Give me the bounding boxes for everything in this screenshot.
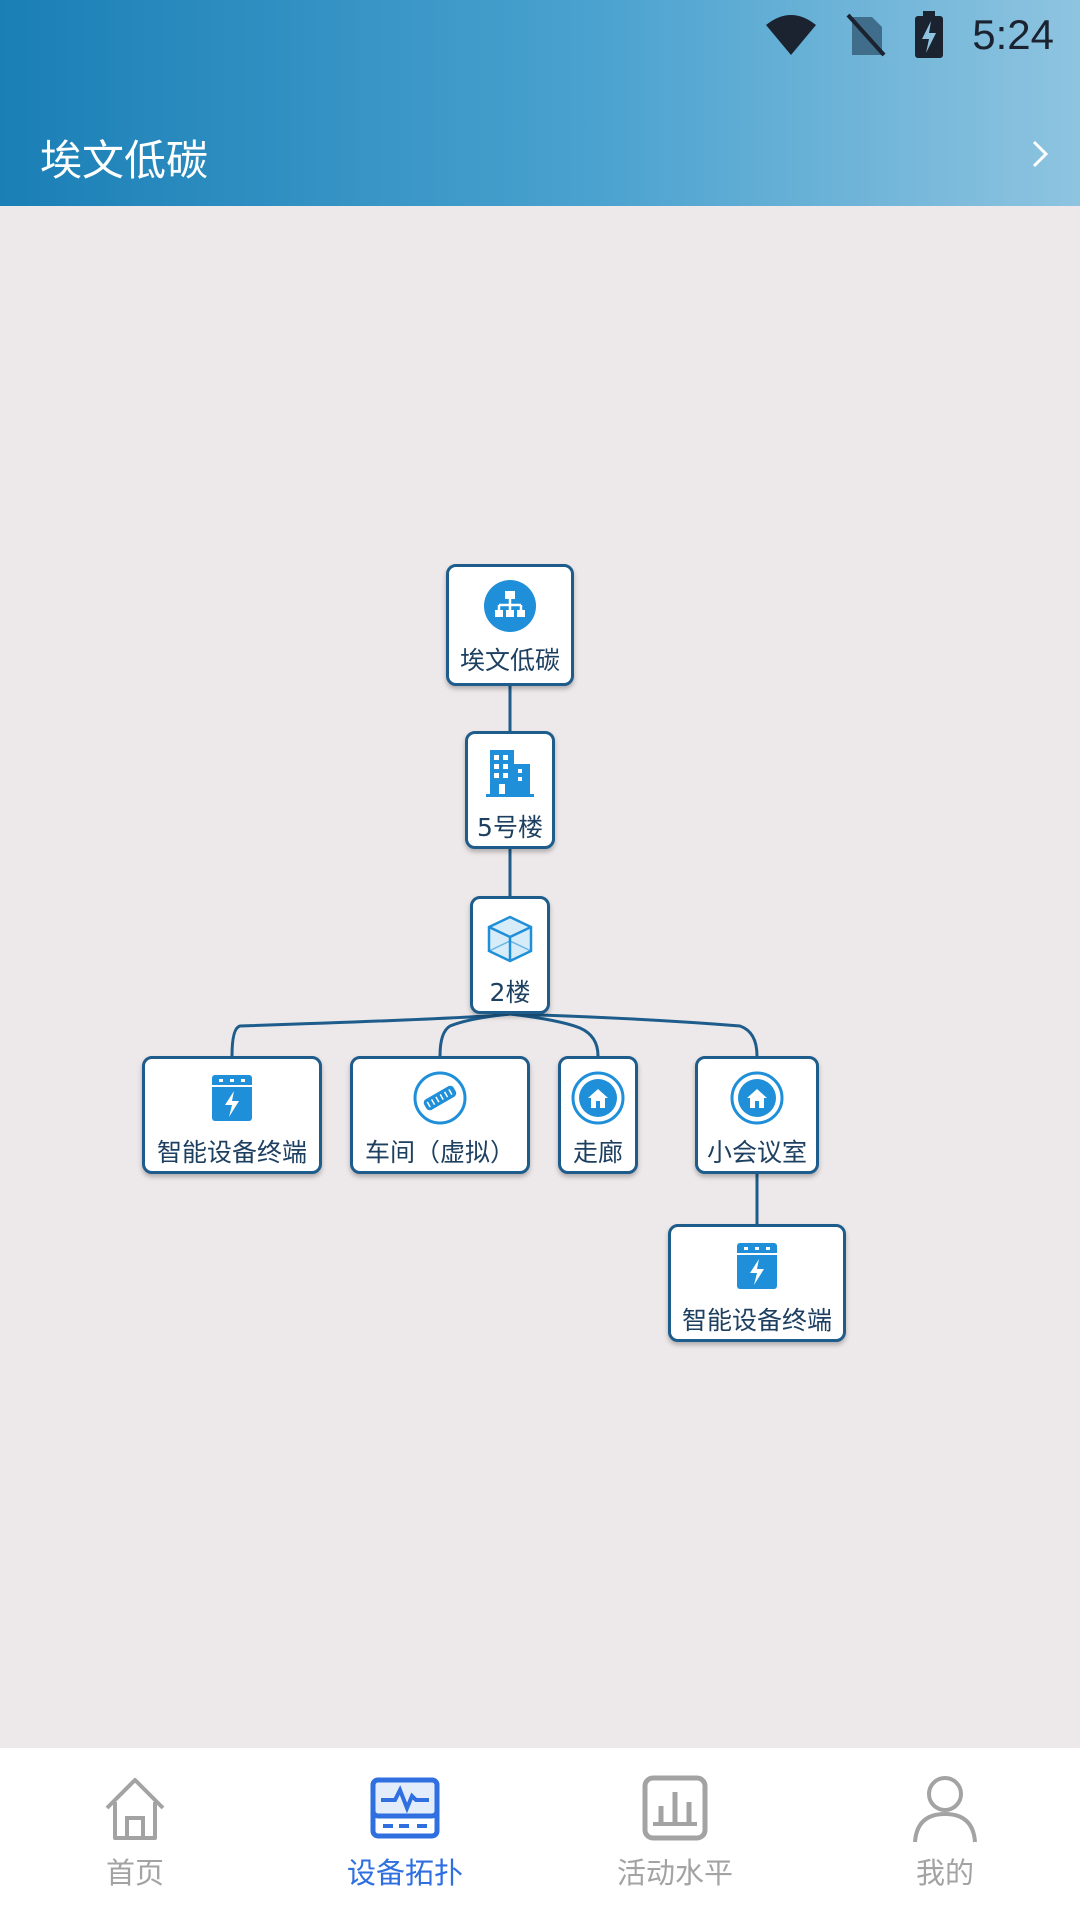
topology-links (230, 686, 759, 1224)
page-title: 埃文低碳 (40, 135, 209, 185)
node-label: 小会议室 (706, 1138, 807, 1167)
topology-node-building[interactable]: 5号楼 (465, 731, 555, 849)
tab-profile[interactable]: 我的 (810, 1748, 1080, 1920)
org-chart-icon (484, 580, 536, 632)
cube-icon (487, 915, 533, 963)
bar-chart-icon (639, 1772, 711, 1844)
node-label: 埃文低碳 (459, 646, 560, 675)
building-icon (486, 750, 534, 797)
electric-meter-icon (737, 1243, 777, 1289)
topology-node-root[interactable]: 埃文低碳 (446, 564, 574, 686)
node-label: 2楼 (489, 978, 531, 1007)
topology-node-corridor[interactable]: 走廊 (558, 1056, 638, 1174)
title-row: 埃文低碳 (0, 112, 1080, 202)
tab-label: 我的 (915, 1856, 974, 1890)
tab-activity-level[interactable]: 活动水平 (540, 1748, 810, 1920)
topology-node-meeting-room[interactable]: 小会议室 (695, 1056, 819, 1174)
chevron-right-icon[interactable] (1030, 134, 1050, 180)
topology-node-floor[interactable]: 2楼 (470, 896, 550, 1014)
topology-node-terminal[interactable]: 智能设备终端 (142, 1056, 322, 1174)
tab-device-topology[interactable]: 设备拓扑 (270, 1748, 540, 1920)
user-icon (909, 1772, 981, 1844)
wifi-icon (764, 13, 818, 57)
topology-node-terminal-2[interactable]: 智能设备终端 (668, 1224, 846, 1342)
home-icon (571, 1071, 625, 1125)
app-header: 5:24 埃文低碳 (0, 0, 1080, 206)
status-time: 5:24 (972, 11, 1054, 58)
topology-canvas[interactable]: 埃文低碳 5号楼 2楼 (0, 206, 1080, 1748)
home-outline-icon (99, 1772, 171, 1844)
device-monitor-icon (369, 1772, 441, 1844)
topology-node-workshop[interactable]: 车间（虚拟） (350, 1056, 530, 1174)
home-icon (730, 1071, 784, 1125)
node-label: 智能设备终端 (681, 1306, 832, 1335)
battery-charging-icon (914, 11, 944, 59)
no-sim-icon (846, 13, 886, 57)
status-bar: 5:24 (0, 0, 1080, 70)
node-label: 智能设备终端 (156, 1138, 307, 1167)
node-label: 5号楼 (477, 813, 543, 842)
bottom-tab-bar: 首页 设备拓扑 活动水平 我的 (0, 1748, 1080, 1920)
tab-label: 设备拓扑 (346, 1856, 463, 1890)
tab-label: 首页 (105, 1856, 164, 1890)
workshop-icon (413, 1071, 467, 1125)
tab-label: 活动水平 (616, 1856, 733, 1890)
electric-meter-icon (212, 1075, 252, 1121)
tab-home[interactable]: 首页 (0, 1748, 270, 1920)
node-label: 走廊 (572, 1138, 623, 1167)
node-label: 车间（虚拟） (364, 1138, 515, 1167)
